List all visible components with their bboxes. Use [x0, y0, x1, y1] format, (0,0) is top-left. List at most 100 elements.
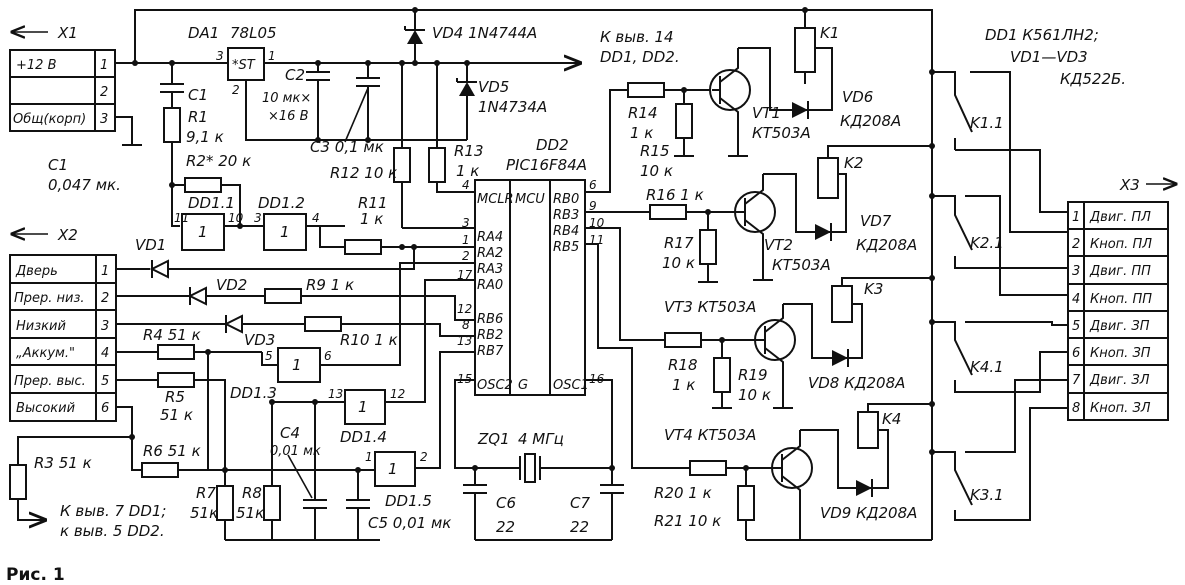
da1-ref: DA1	[188, 24, 219, 42]
dd1-5-in: 1	[365, 450, 373, 464]
resistor-r6: R6 51 к	[141, 442, 201, 478]
x1-pin3-num: 3	[100, 112, 108, 127]
capacitor-c7: C7 22	[570, 468, 624, 540]
da1-body: *ST	[232, 58, 256, 73]
vt1-part: КТ503А	[752, 124, 811, 142]
diode-vd7: VD7 КД208А	[815, 212, 917, 254]
r13-ref: R13	[454, 142, 484, 160]
dd1-1-ref: DD1.1	[188, 194, 235, 212]
x3-pin4-label: Кноп. ПП	[1090, 292, 1152, 307]
da1-part: 78L05	[230, 24, 277, 42]
r7-ref: R7	[196, 484, 216, 502]
gate-dd1-3: 1 5 6 DD1.3	[230, 347, 332, 402]
resistor-r13: R13 1 к	[428, 63, 484, 193]
x2-pin2-label: Прер. низ.	[14, 291, 85, 306]
x3-pin6-num: 6	[1072, 346, 1080, 361]
r2-ref: R2* 20 к	[186, 152, 251, 170]
r14-value: 1 к	[630, 124, 653, 142]
resistor-r7: R7 51к	[190, 470, 234, 540]
dd2-rb2-label: RB2	[477, 328, 503, 343]
r19-value: 10 к	[738, 386, 771, 404]
x3-pin7-label: Двиг. ЗЛ	[1089, 373, 1150, 388]
resistor-r14: R14 1 к	[627, 82, 665, 142]
diode-vd3: VD3	[223, 314, 275, 349]
x2-pin5-label: Прер. выс.	[14, 374, 86, 389]
dd2-pin2: 2	[462, 249, 470, 263]
dd2-pin6: 6	[589, 178, 597, 192]
r1-ref: R1	[188, 108, 208, 126]
dd1-type-note: DD1 К561ЛН2;	[985, 26, 1099, 44]
figure-caption: Рис. 1	[6, 565, 65, 585]
da1-pin-out: 1	[268, 49, 276, 63]
r20-ref: R20 1 к	[654, 484, 712, 502]
resistor-r21: R21 10 к	[654, 468, 755, 540]
r16-ref: R16 1 к	[646, 186, 704, 204]
x2-pin6-label: Высокий	[16, 401, 75, 416]
relay-contact-k2-1: K2.1	[932, 195, 1068, 296]
relay-contact-k1-1: K1.1	[932, 71, 1068, 233]
mcu-dd2: DD2 PIC16F84A MCLR MCU RB0 OSC2 G OSC1 R…	[457, 136, 605, 396]
ground-note-line1: К выв. 7 DD1;	[60, 502, 167, 520]
supply-note-line1: К выв. 14	[600, 28, 674, 46]
zq1-freq: 4 МГц	[518, 430, 564, 448]
r12-ref: R12 10 к	[330, 164, 397, 182]
dd1-2-out: 4	[312, 211, 320, 225]
r5-value: 51 к	[160, 406, 193, 424]
x2-pin6-num: 6	[101, 401, 109, 416]
dd1-1-out: 10	[228, 211, 244, 225]
r15-ref: R15	[640, 142, 670, 160]
dd1-2-ref: DD1.2	[258, 194, 305, 212]
dd2-ra3-label: RA3	[477, 262, 503, 277]
supply-note-line2: DD1, DD2.	[600, 48, 680, 66]
relay-k3: K3	[831, 277, 932, 323]
r11-value: 1 к	[360, 210, 383, 228]
x1-pin1-label: +12 В	[16, 58, 57, 73]
x1-pin2-num: 2	[100, 85, 108, 100]
dd2-pin3: 3	[462, 216, 470, 230]
resistor-r1: R1 9,1 к	[163, 107, 224, 186]
dd1-3-in: 5	[265, 349, 273, 363]
vd7-ref: VD7	[860, 212, 892, 230]
dd2-g-label: G	[518, 378, 528, 393]
x1-label: X1	[57, 24, 78, 42]
zener-vd5: VD5 1N4734A	[456, 63, 547, 140]
resistor-r15: R15 10 к	[640, 90, 694, 180]
x2-pin1-label: Дверь	[15, 264, 58, 279]
capacitor-c2: C2 10 мк× ×16 В	[262, 63, 330, 140]
x3-pin5-num: 5	[1072, 319, 1080, 334]
x3-pin3-label: Двиг. ПП	[1089, 264, 1151, 279]
dd1-3-out: 6	[324, 349, 332, 363]
dd2-ra0-label: RA0	[477, 278, 503, 293]
c1-note-ref: С1	[48, 156, 68, 174]
c4-ref: C4	[280, 424, 300, 442]
gate-dd1-1: DD1.1 1 11 10	[174, 194, 244, 251]
gate-dd1-2: DD1.2 1 3 4	[254, 194, 320, 251]
connector-x2: X2 Дверь 1 Прер. низ. 2 Низкий 3 „Аккум.…	[9, 226, 117, 422]
x2-pin3-num: 3	[101, 319, 109, 334]
r18-value: 1 к	[672, 376, 695, 394]
x2-pin4-label: „Аккум."	[16, 346, 75, 361]
c5-ref: C5 0,01 мк	[368, 514, 451, 532]
dd2-pin17: 17	[457, 268, 473, 282]
resistor-r2: R2* 20 к	[184, 152, 251, 226]
vd2-ref: VD2	[216, 276, 247, 294]
k1-ref: K1	[820, 24, 839, 42]
c6-value: 22	[496, 518, 515, 536]
x2-pin1-num: 1	[101, 264, 109, 279]
x3-pin4-num: 4	[1072, 292, 1080, 307]
diode-vd1: VD1	[135, 236, 169, 279]
regulator-da1: DA1 78L05 *ST 3 1 2	[188, 24, 277, 97]
resistor-r20: R20 1 к	[654, 460, 727, 502]
dd1-2-sym: 1	[280, 223, 290, 241]
diode-vd8: VD8 КД208А	[808, 349, 905, 392]
r18-ref: R18	[668, 356, 698, 374]
dd1-1-in: 11	[174, 211, 189, 225]
resistor-r18: R18 1 к	[664, 332, 702, 394]
connector-x1: X1 +12 В 1 2 Общ(корп) 3	[9, 24, 116, 132]
resistor-r5: R5 51 к	[157, 372, 195, 424]
dd2-pin10: 10	[589, 216, 605, 230]
x3-pin2-num: 2	[1072, 237, 1080, 252]
r3-ref: R3 51 к	[34, 454, 92, 472]
gate-dd1-5: 1 1 2 DD1.5	[365, 450, 432, 510]
vt1-ref: VT1	[752, 104, 781, 122]
